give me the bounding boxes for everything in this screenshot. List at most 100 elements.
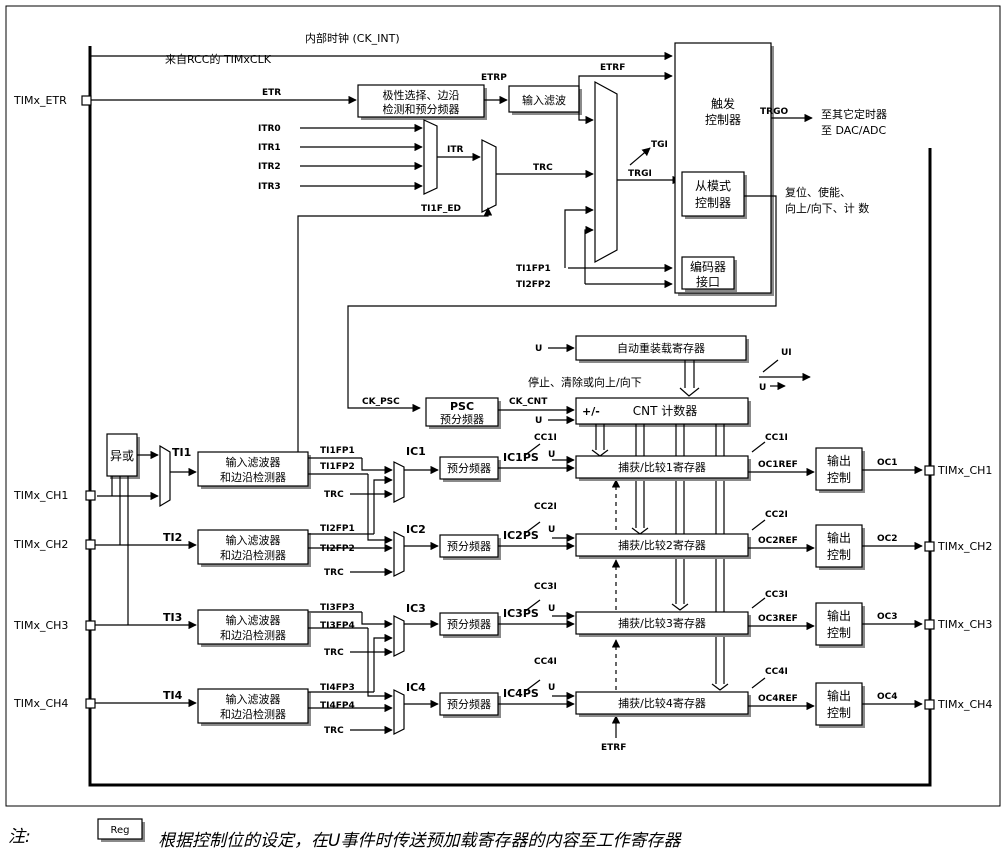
cc2-text: 捕获/比较2寄存器 [618,538,706,552]
ch1-out-label: TIMx_CH1 [937,464,992,477]
ch3-out-label: TIMx_CH3 [937,618,992,631]
ps2-text: 预分频器 [447,539,491,553]
reg-legend-box [97,818,143,840]
cnt-text-1: +/- [582,405,600,418]
cc2i-left-label: CC2I [534,502,557,512]
xor-block [106,433,138,477]
ck-psc-label: CK_PSC [362,397,400,407]
ui-label: UI [781,348,792,358]
etr-pin [81,95,92,106]
oc4ref-label: OC4REF [758,694,798,704]
itr3-label: ITR3 [258,182,281,192]
itr-mux [423,119,438,195]
u-label-psc: U [535,416,542,426]
ch2-in-pin [85,539,96,550]
prescaler-3: 预分频器 [439,612,501,638]
output-control-2: 输出 控制 [815,524,865,570]
cc4-text: 捕获/比较4寄存器 [618,696,706,710]
ic4ps-label: IC4PS [503,687,539,700]
ti1-label: TI1 [172,446,191,459]
ti1f-ed-label: TI1F_ED [421,204,461,214]
ck-int-label: 内部时钟 (CK_INT) [305,31,400,45]
oc4-label: OC4 [877,692,898,702]
cnt-counter [575,397,749,425]
etrp-label: ETRP [481,73,507,83]
oc2ref-label: OC2REF [758,536,798,546]
encoder-text-2: 接口 [696,274,720,289]
ti4fp3-label: TI4FP3 [320,683,355,693]
outctl4-text-2: 控制 [827,706,851,720]
ic1ps-label: IC1PS [503,451,539,464]
prescaler-2: 预分频器 [439,534,501,560]
oc3ref-label: OC3REF [758,614,798,624]
oc1-label: OC1 [877,458,898,468]
etr-pin-label: TIMx_ETR [13,94,67,107]
ti2fp2-label: TI2FP2 [516,280,551,290]
ic4-label: IC4 [406,681,426,694]
ch1-out-pin [924,465,935,476]
filter-block-1: 输入滤波器 和边沿检测器 [197,451,311,489]
cc1i-left-label: CC1I [534,433,557,443]
etrf-bottom-label: ETRF [601,743,626,753]
trigger-controller [674,42,772,294]
encoder-interface [681,256,735,290]
itr-label: ITR [447,145,463,155]
autoreload-text: 自动重装载寄存器 [617,341,705,355]
ic3ps-label: IC3PS [503,607,539,620]
filter1-text-2: 和边沿检测器 [220,470,286,484]
outctl4-text-1: 输出 [827,688,851,703]
ti1fp1-b-label: TI1FP1 [320,446,355,456]
ic3-mux [393,615,405,657]
prescaler-4: 预分频器 [439,692,501,718]
filter3-text-2: 和边沿检测器 [220,628,286,642]
ic1-label: IC1 [406,445,426,458]
ti4-label: TI4 [163,689,183,702]
u-label-ar: U [535,344,542,354]
legend-text: 根据控制位的设定，在U事件时传送预加载寄存器的内容至工作寄存器 [158,831,682,851]
slave-mode-controller [681,171,745,217]
ps4-text: 预分频器 [447,697,491,711]
ch3-in-label: TIMx_CH3 [13,619,68,632]
cc-register-3: 捕获/比较3寄存器 [575,611,751,637]
ti1-mux [159,444,171,508]
stop-text: 停止、清除或向上/向下 [528,375,642,389]
polarity-text-1: 极性选择、边沿 [383,88,460,102]
ti2fp2-b-label: TI2FP2 [320,544,355,554]
ch2-out-label: TIMx_CH2 [937,540,992,553]
cc3i-left-label: CC3I [534,582,557,592]
slave-text-2: 控制器 [695,196,731,210]
autoreload-register [575,335,747,361]
cnt-text-2: CNT 计数器 [633,403,698,418]
ch1-in-pin [85,490,96,501]
polarity-text-2: 检测和预分频器 [383,102,460,116]
reg-legend-text: Reg [111,825,130,836]
trc-label: TRC [533,163,553,173]
ti2fp1-label: TI2FP1 [320,524,355,534]
outctl2-text-2: 控制 [827,548,851,562]
ti4fp4-label: TI4FP4 [320,701,355,711]
u-cc1: U [548,450,555,460]
ck-cnt-label: CK_CNT [509,397,548,407]
itr0-label: ITR0 [258,124,281,134]
cc4i-left-label: CC4I [534,657,557,667]
trigger-text-1: 触发 [711,96,735,111]
slave-out-2: 向上/向下、计 数 [785,201,869,215]
u-cc2: U [548,525,555,535]
filter-block-3: 输入滤波器 和边沿检测器 [197,609,311,647]
psc-text-1: PSC [450,400,474,413]
trc-ch4-label: TRC [324,726,344,736]
trgo-label: TRGO [760,107,788,117]
ch4-out-label: TIMx_CH4 [937,698,992,711]
chip-boundary [88,46,932,787]
cc2i-right-label: CC2I [765,510,788,520]
ic2-label: IC2 [406,523,426,536]
cc3i-right-label: CC3I [765,590,788,600]
trgo-dest-2: 至 DAC/ADC [821,124,886,137]
u-cc4: U [548,683,555,693]
filter-block-2: 输入滤波器 和边沿检测器 [197,529,311,567]
prescaler-1: 预分频器 [439,456,501,482]
outctl2-text-1: 输出 [827,530,851,545]
outctl1-text-2: 控制 [827,471,851,485]
filter4-text-1: 输入滤波器 [226,692,281,706]
